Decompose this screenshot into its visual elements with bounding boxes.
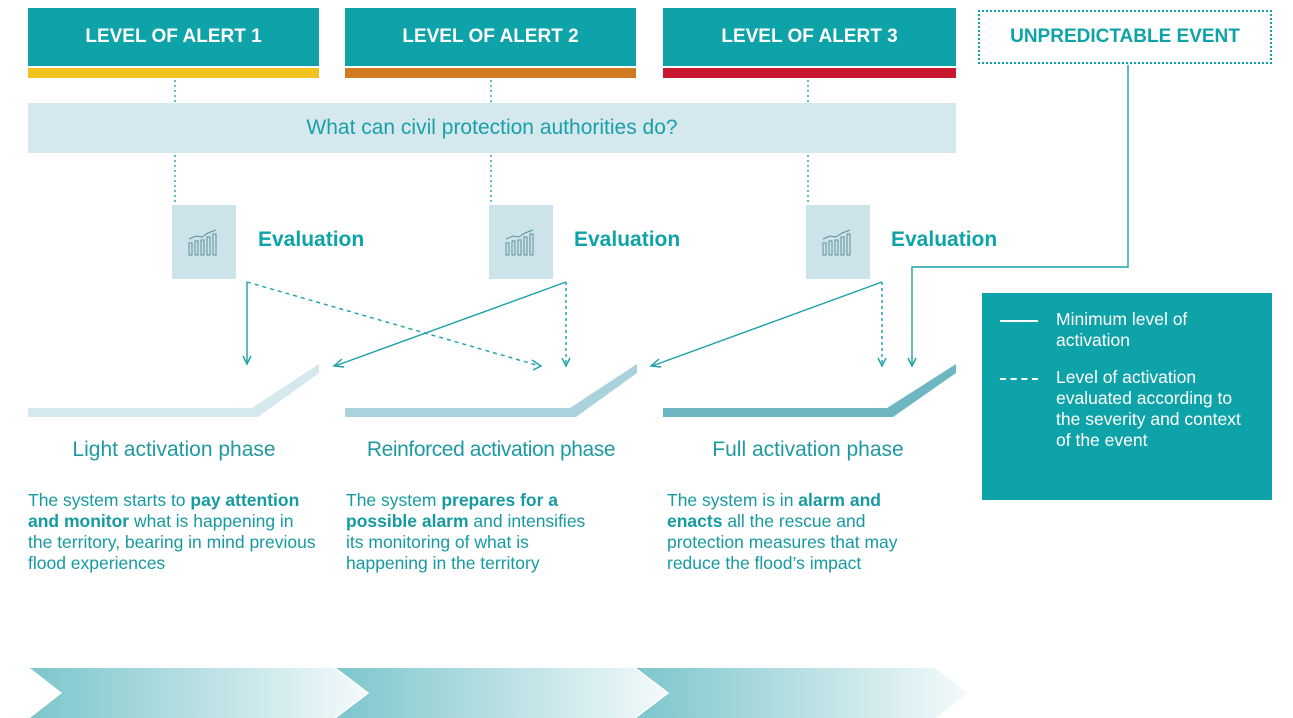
phase-description-reinforced: The system prepares for a possible alarm…: [346, 490, 586, 573]
alert-level-1-header: LEVEL OF ALERT 1: [28, 8, 319, 66]
alert-level-3-header: LEVEL OF ALERT 3: [663, 8, 956, 66]
phase-title-reinforced: Reinforced activation phase: [366, 438, 616, 461]
legend-solid-label: Minimum level of activation: [1056, 309, 1188, 350]
phase-title-full: Full activation phase: [712, 438, 904, 461]
alert-level-3-color-bar: [663, 68, 956, 78]
phase-description-full: The system is in alarm and enacts all th…: [667, 490, 898, 573]
progress-arrow: [30, 667, 968, 718]
legend-dashed-label: Level of activation evaluated according …: [1056, 367, 1241, 450]
phase-bars: [28, 364, 956, 417]
solid-line-swatch: [1000, 320, 1038, 322]
evaluation-box-3: [806, 205, 870, 279]
evaluation-label-3: Evaluation: [891, 228, 998, 251]
question-band: What can civil protection authorities do…: [28, 103, 956, 153]
evaluation-box-2: [489, 205, 553, 279]
dashed-line-swatch: [1000, 378, 1038, 380]
legend-dashed-row: Level of activation evaluated according …: [1000, 367, 1256, 451]
alert-level-2-color-bar: [345, 68, 636, 78]
phase-description-light: The system starts to pay attention and m…: [28, 490, 316, 573]
evaluation-box-1: [172, 205, 236, 279]
legend-box: Minimum level of activation Level of act…: [982, 293, 1272, 500]
alert-level-1-color-bar: [28, 68, 319, 78]
chart-analysis-icon: [188, 229, 217, 256]
phase-title-light: Light activation phase: [72, 438, 276, 461]
legend-solid-row: Minimum level of activation: [1000, 309, 1256, 351]
unpredictable-event-header: UNPREDICTABLE EVENT: [978, 10, 1272, 64]
evaluation-label-1: Evaluation: [258, 228, 365, 251]
alert-level-2-header: LEVEL OF ALERT 2: [345, 8, 636, 66]
evaluation-label-2: Evaluation: [574, 228, 681, 251]
chart-analysis-icon: [822, 229, 851, 256]
chart-analysis-icon: [505, 229, 534, 256]
